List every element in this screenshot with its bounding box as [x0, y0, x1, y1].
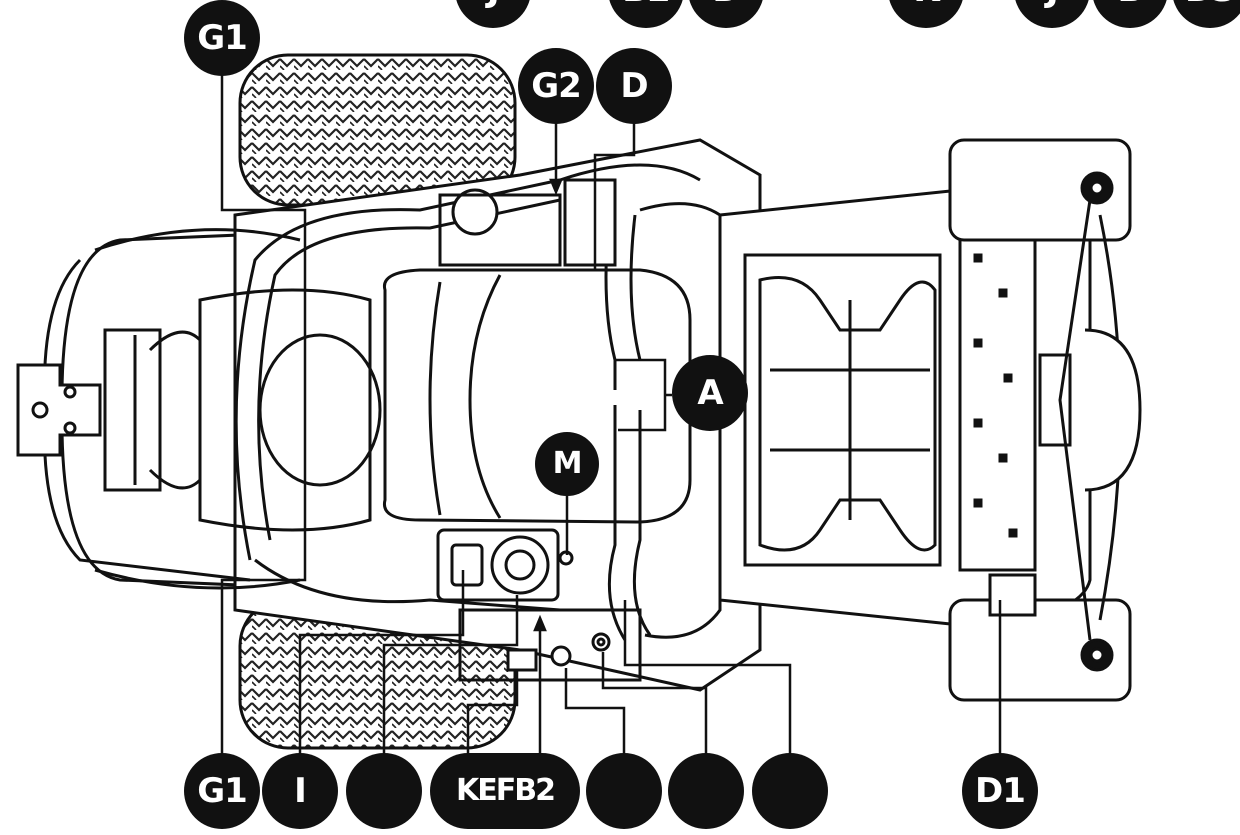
callout-unlabeled-1 [346, 753, 422, 829]
fuel-area [438, 178, 617, 267]
front-caster-bottom [948, 598, 1132, 702]
callout-a: A [672, 355, 748, 431]
callout-unlabeled-2 [586, 753, 662, 829]
callout-g1-top: G1 [184, 0, 260, 76]
leader-lines [220, 70, 1002, 770]
front-axle [988, 199, 1142, 641]
callout-m: M [535, 432, 599, 496]
callout-unlabeled-3 [668, 753, 744, 829]
callout-kefb2: KEFB2 [430, 753, 580, 829]
callout-unlabeled-4 [752, 753, 828, 829]
seat [382, 268, 692, 524]
control-panel [436, 528, 642, 682]
callout-g1-bottom: G1 [184, 753, 260, 829]
callout-d1: D1 [962, 753, 1038, 829]
foot-deck [718, 188, 1092, 627]
front-caster-top [948, 138, 1132, 242]
rear-hitch [16, 363, 102, 457]
callout-d: D [596, 48, 672, 124]
callout-i: I [262, 753, 338, 829]
callout-g2: G2 [518, 48, 594, 124]
